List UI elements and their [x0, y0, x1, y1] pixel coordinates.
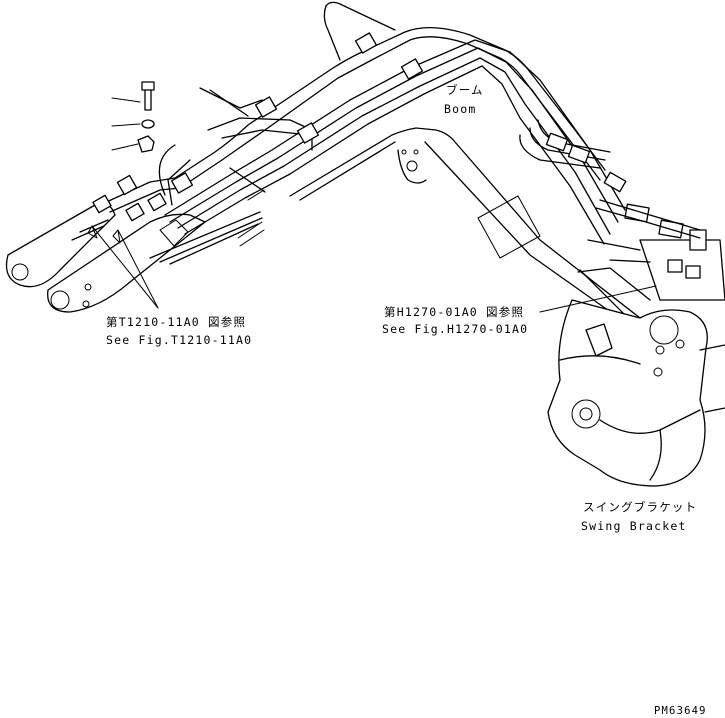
break-lines — [237, 189, 265, 247]
swing-bracket-label-en: Swing Bracket — [581, 519, 687, 533]
boom-label-jp: ブーム — [446, 83, 484, 97]
swing-bracket — [547, 299, 725, 487]
valve-fittings — [519, 119, 725, 301]
boom-label-en: Boom — [444, 102, 477, 116]
ref-t1210-label-en: See Fig.T1210-11A0 — [106, 333, 253, 347]
pipe-clamps — [92, 32, 424, 222]
ref-h1270-label-en: See Fig.H1270-01A0 — [382, 322, 529, 336]
drawing-number: PM63649 — [654, 705, 707, 717]
swing-bracket-label-jp: スイングブラケット — [583, 500, 698, 514]
ref-h1270-label-jp: 第H1270-01A0 図参照 — [384, 305, 525, 319]
ref-t1210-label-jp: 第T1210-11A0 図参照 — [106, 315, 247, 329]
exploded-parts — [111, 81, 155, 153]
leader-lines — [87, 195, 657, 313]
boom — [289, 127, 651, 331]
